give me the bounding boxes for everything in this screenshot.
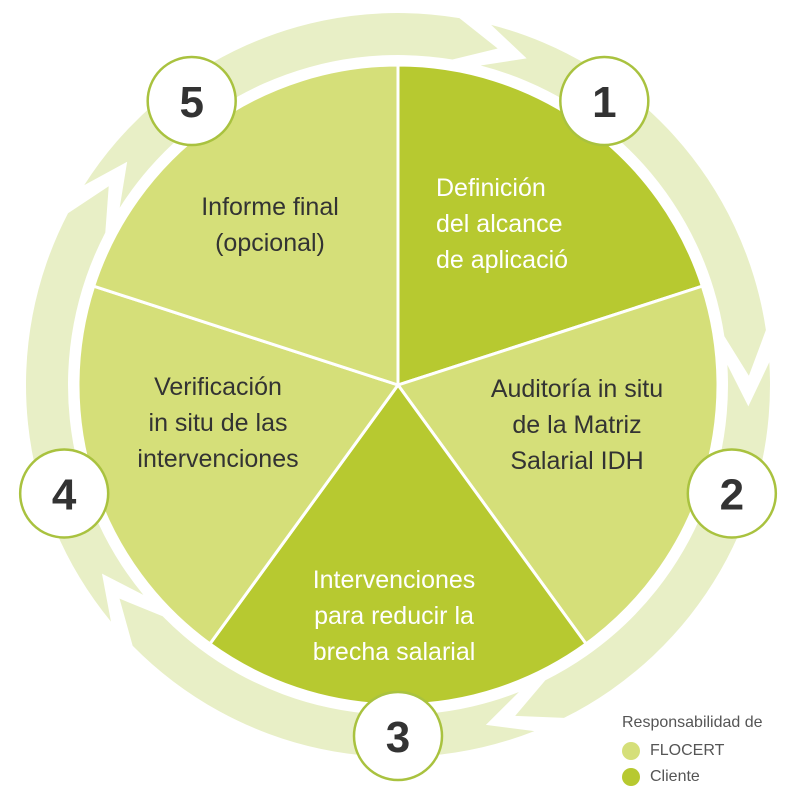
step-badge-1: 1 — [559, 55, 650, 147]
step-number: 5 — [179, 78, 203, 127]
step-badges: 1 2 3 4 5 — [18, 55, 778, 782]
legend-item-cliente: Cliente — [622, 764, 800, 790]
legend-label-flocert: FLOCERT — [650, 742, 725, 759]
segment-label-step-4: Verificación in situ de las intervenciones — [137, 373, 298, 473]
step-badge-circle — [352, 690, 444, 782]
segment-label-line: Intervenciones — [313, 566, 476, 594]
step-badge-2: 2 — [686, 448, 778, 539]
segment-label-line: intervenciones — [137, 445, 298, 473]
segment-label-line: Salarial IDH — [510, 447, 643, 475]
segment-labels: Definición del alcance de aplicacióAuditor… — [137, 174, 663, 666]
step-badge-circle — [18, 448, 110, 539]
ring-arrow-segment — [515, 362, 770, 718]
segment-label-line: in situ de las — [149, 409, 288, 437]
step-number: 4 — [52, 470, 77, 519]
segment-label-line: Informe final — [201, 193, 339, 221]
step-badge-circle — [146, 55, 237, 147]
step-number: 3 — [386, 713, 410, 762]
legend-title: Responsabilidad de — [622, 714, 763, 731]
segment-label-line: Verificación — [154, 373, 282, 401]
segment-label-line: del alcance — [436, 210, 562, 238]
legend: Responsabilidad de FLOCERT Cliente — [622, 714, 800, 790]
segment-label-line: brecha salarial — [313, 638, 476, 666]
segment-label-line: Definición — [436, 174, 546, 202]
step-badge-5: 5 — [146, 55, 237, 147]
legend-swatch-flocert — [622, 742, 640, 760]
segment-label-line: de aplicació — [436, 246, 568, 274]
step-badge-4: 4 — [18, 448, 110, 539]
step-badge-circle — [559, 55, 650, 147]
step-number: 2 — [720, 470, 744, 519]
segment-label-step-5: Informe final (opcional) — [201, 193, 339, 257]
segment-label-step-3: Intervenciones para reducir la brecha sala… — [313, 566, 476, 666]
step-badge-3: 3 — [352, 690, 444, 782]
legend-label-cliente: Cliente — [650, 768, 700, 785]
step-number: 1 — [592, 78, 616, 127]
segment-label-line: Auditoría in situ — [491, 375, 663, 403]
segment-label-line: de la Matriz — [512, 411, 641, 439]
legend-item-flocert: FLOCERT — [622, 738, 800, 764]
legend-swatch-cliente — [622, 768, 640, 786]
segment-label-step-1: Definición del alcance de aplicació — [436, 174, 568, 274]
segment-label-line: para reducir la — [314, 602, 474, 630]
segment-label-line: (opcional) — [215, 229, 325, 257]
step-badge-circle — [686, 448, 778, 539]
